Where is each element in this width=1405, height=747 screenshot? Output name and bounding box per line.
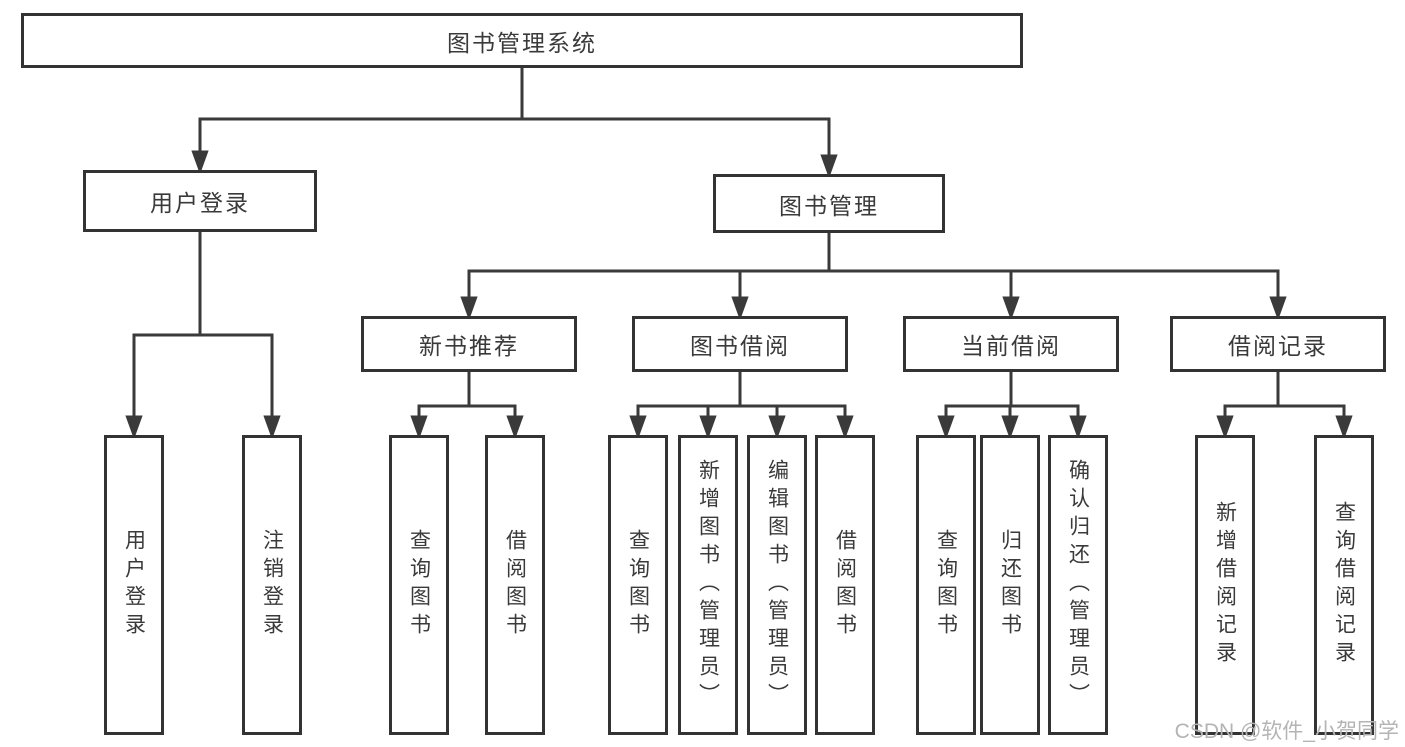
arrowhead: [460, 296, 478, 321]
node-label: 用户登录: [150, 190, 250, 216]
leaf-query-books: 查询图书: [389, 435, 449, 735]
node-label: 查询图书: [626, 529, 650, 641]
leaf-user-login: 用户登录: [104, 435, 164, 735]
arrowhead: [699, 415, 717, 440]
arrowhead: [731, 296, 749, 321]
node-label: 确认归还（管理员）: [1066, 459, 1090, 711]
node-label: 归还图书: [998, 529, 1022, 641]
node-label: 查询图书: [407, 529, 431, 641]
node-book-borrow: 图书借阅: [632, 316, 848, 372]
node-borrow-records: 借阅记录: [1170, 316, 1386, 372]
arrowhead: [125, 415, 143, 440]
arrowhead: [263, 415, 281, 440]
node-new-book-recommend: 新书推荐: [361, 316, 577, 372]
leaf-borrow-books: 借阅图书: [815, 435, 875, 735]
leaf-borrow-books: 借阅图书: [485, 435, 545, 735]
leaf-return-books: 归还图书: [980, 435, 1040, 735]
arrowhead: [937, 415, 955, 440]
node-label: 注销登录: [260, 529, 284, 641]
node-label: 新增借阅记录: [1213, 501, 1237, 669]
node-user-login: 用户登录: [83, 170, 317, 232]
node-label: 查询借阅记录: [1332, 501, 1356, 669]
csdn-watermark: CSDN @软件_小贺同学: [1174, 720, 1399, 743]
leaf-add-borrow-record: 新增借阅记录: [1195, 435, 1255, 735]
node-label: 编辑图书（管理员）: [765, 459, 789, 711]
arrowhead: [1269, 296, 1287, 321]
arrowhead: [1001, 415, 1019, 440]
arrowhead: [1335, 415, 1353, 440]
arrowhead: [1002, 296, 1020, 321]
node-label: 新增图书（管理员）: [696, 459, 720, 711]
leaf-query-books: 查询图书: [608, 435, 668, 735]
arrowhead: [820, 154, 838, 179]
leaf-edit-books-admin: 编辑图书（管理员）: [747, 435, 807, 735]
node-label: 用户登录: [122, 529, 146, 641]
leaf-add-books-admin: 新增图书（管理员）: [678, 435, 738, 735]
leaf-query-books: 查询图书: [916, 435, 976, 735]
node-library-system: 图书管理系统: [21, 13, 1023, 68]
leaf-logout: 注销登录: [242, 435, 302, 735]
node-label: 查询图书: [934, 529, 958, 641]
arrowhead: [191, 150, 209, 175]
arrowhead: [1069, 415, 1087, 440]
arrowhead: [768, 415, 786, 440]
arrowhead: [836, 415, 854, 440]
node-label: 图书管理: [779, 192, 879, 219]
node-label: 当前借阅: [961, 333, 1061, 359]
arrowhead: [1216, 415, 1234, 440]
node-label: 借阅图书: [833, 529, 857, 641]
arrowhead: [410, 415, 428, 440]
arrowhead: [629, 415, 647, 440]
leaf-confirm-return-admin: 确认归还（管理员）: [1048, 435, 1108, 735]
arrowhead: [506, 415, 524, 440]
node-label: 新书推荐: [419, 333, 519, 359]
node-label: 借阅记录: [1228, 333, 1328, 359]
leaf-query-borrow-record: 查询借阅记录: [1314, 435, 1374, 735]
connector-group: [125, 68, 1353, 440]
node-label: 图书借阅: [690, 333, 790, 359]
node-label: 借阅图书: [503, 529, 527, 641]
node-book-management: 图书管理: [713, 174, 945, 233]
node-label: 图书管理系统: [447, 29, 597, 56]
node-current-borrow: 当前借阅: [903, 316, 1119, 372]
